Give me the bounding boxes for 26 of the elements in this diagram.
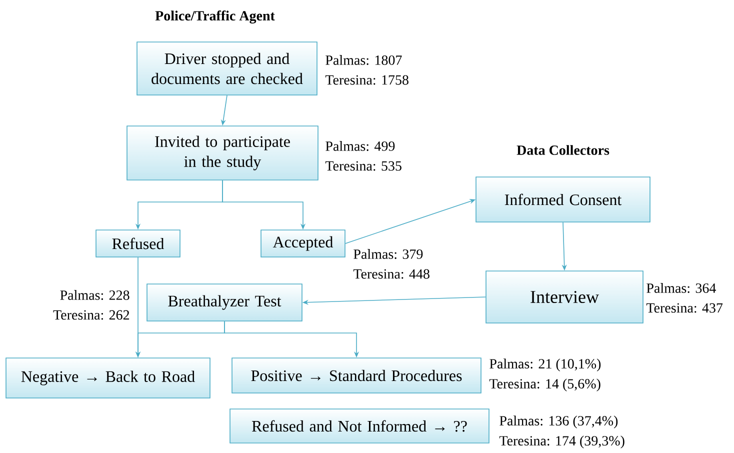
process-box: Positive → Standard Procedures [232,358,482,394]
count-label: Teresina: 262 [53,310,130,320]
process-box: Refused [96,230,180,258]
count-label: Palmas: 228 [60,290,130,300]
process-box: Accepted [260,230,346,258]
process-box: Negative → Back to Road [6,358,210,398]
count-label: Palmas: 499 [326,141,395,151]
count-label: Palmas: 364 [646,283,716,293]
process-box: Refused and Not Informed → ?? [230,408,490,444]
process-box: Invited to participate in the study [126,126,318,180]
process-box: Informed Consent [476,176,650,222]
count-label: Teresina: 174 (39,3%) [499,436,624,448]
count-label: Teresina: 448 [353,269,430,279]
process-box: Interview [486,270,644,324]
count-label: Palmas: 379 [354,249,423,259]
count-label: Teresina: 1758 [325,75,408,85]
process-box: Driver stopped and documents are checked [136,42,318,96]
group-heading: Police/Traffic Agent [155,10,275,24]
count-label: Palmas: 1807 [326,55,402,65]
count-label: Palmas: 136 (37,4%) [500,416,618,428]
process-box: Breathalyzer Test [146,284,302,322]
count-label: Teresina: 14 (5,6%) [489,378,600,392]
count-label: Teresina: 535 [325,161,402,171]
count-label: Palmas: 21 (10,1%) [490,358,601,372]
count-label: Teresina: 437 [646,303,723,313]
group-heading: Data Collectors [516,145,610,155]
